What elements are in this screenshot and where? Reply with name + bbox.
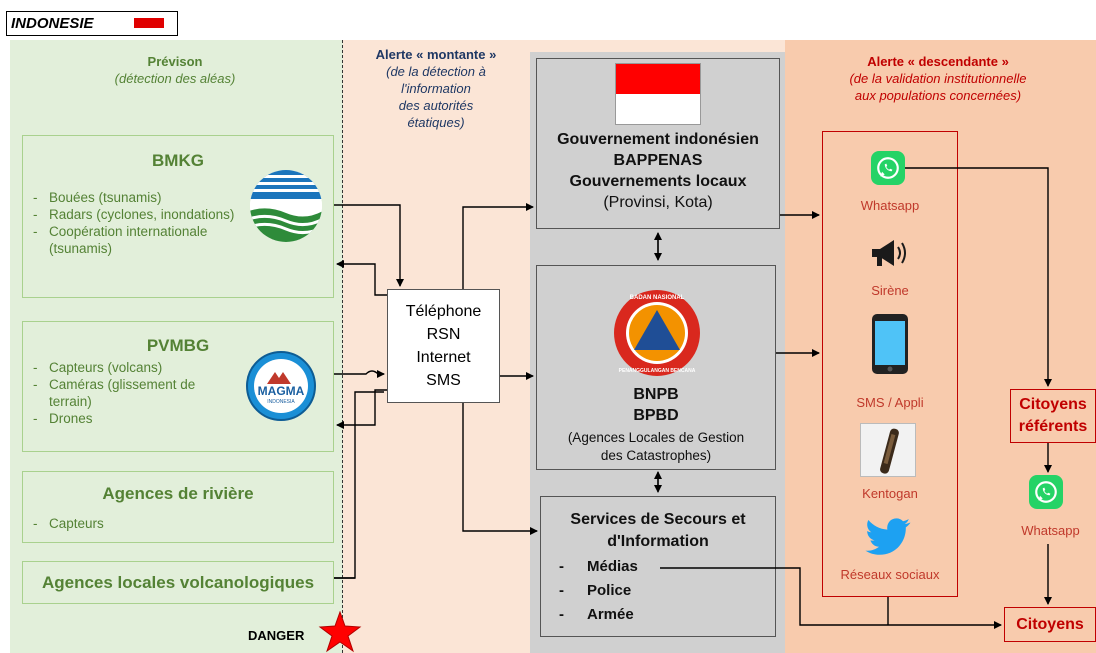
bmkg-item: Bouées (tsunamis) bbox=[31, 189, 251, 206]
referents-line: référents bbox=[1018, 418, 1088, 435]
svg-text:PENANGGULANGAN BENCANA: PENANGGULANGAN BENCANA bbox=[619, 368, 696, 374]
bmkg-title: BMKG bbox=[152, 151, 204, 170]
descendante-title: Alerte « descendante » bbox=[867, 54, 1009, 69]
svg-text:BADAN NASIONAL: BADAN NASIONAL bbox=[630, 295, 685, 301]
siren-icon bbox=[872, 240, 906, 266]
bmkg-list: Bouées (tsunamis) Radars (cyclones, inon… bbox=[31, 189, 251, 257]
citoyens-label: Citoyens bbox=[1016, 616, 1084, 633]
magma-logo-text: MAGMA bbox=[258, 384, 305, 398]
descendante-sub-1: (de la validation institutionnelle bbox=[849, 71, 1027, 86]
montante-sub-1: (de la détection à bbox=[386, 64, 486, 79]
pvmbg-title: PVMBG bbox=[146, 336, 210, 355]
twitter-icon bbox=[865, 518, 911, 555]
pvmbg-list: Capteurs (volcans) Caméras (glissement d… bbox=[31, 359, 241, 427]
gov-text: Gouvernement indonésien BAPPENAS Gouvern… bbox=[537, 129, 779, 213]
whatsapp-citizens-icon bbox=[1029, 475, 1063, 509]
referents-line: Citoyens bbox=[1019, 396, 1087, 413]
montante-sub-2: l'information bbox=[401, 81, 471, 96]
citoyens-referents-box: Citoyens référents bbox=[1010, 389, 1096, 443]
star-icon bbox=[318, 611, 362, 653]
montante-title: Alerte « montante » bbox=[375, 47, 497, 62]
services-item: -Armée bbox=[559, 606, 634, 623]
indonesia-flag-icon bbox=[615, 63, 701, 125]
services-item: -Médias bbox=[559, 558, 638, 575]
telecom-line: SMS bbox=[426, 372, 461, 389]
pvmbg-item: Caméras (glissement de terrain) bbox=[31, 376, 241, 410]
gov-line: Gouvernements locaux bbox=[569, 173, 747, 190]
prevision-header: Prévison (détection des aléas) bbox=[90, 53, 260, 87]
descendante-sub-2: aux populations concernées) bbox=[854, 88, 1022, 103]
rivers-list: Capteurs bbox=[31, 515, 241, 532]
descendante-top-band bbox=[530, 40, 785, 52]
bnpb-sub: (Agences Locales de Gestion bbox=[567, 430, 745, 445]
whatsapp-citizens-label: Whatsapp bbox=[1021, 523, 1080, 538]
kentogan-icon bbox=[860, 423, 916, 477]
reseaux-label: Réseaux sociaux bbox=[840, 567, 940, 582]
volc-title: Agences locales volcanologiques bbox=[41, 573, 315, 592]
smartphone-icon bbox=[872, 314, 908, 374]
gov-line: Gouvernement indonésien bbox=[557, 131, 759, 148]
bmkg-item: Coopération internationale (tsunamis) bbox=[31, 223, 251, 257]
services-item: -Police bbox=[559, 582, 632, 599]
services-title-line: Services de Secours et bbox=[570, 511, 746, 528]
pvmbg-item: Drones bbox=[31, 410, 241, 427]
montante-header: Alerte « montante » (de la détection à l… bbox=[345, 46, 527, 131]
bnpb-line: BPBD bbox=[633, 407, 679, 424]
bmkg-box: BMKG Bouées (tsunamis) Radars (cyclones,… bbox=[22, 135, 334, 298]
whatsapp-icon bbox=[871, 151, 905, 185]
rivers-item: Capteurs bbox=[31, 515, 241, 532]
pvmbg-box: PVMBG Capteurs (volcans) Caméras (glisse… bbox=[22, 321, 334, 452]
bmkg-item: Radars (cyclones, inondations) bbox=[31, 206, 251, 223]
gov-line: BAPPENAS bbox=[613, 152, 703, 169]
rivers-title: Agences de rivière bbox=[102, 484, 254, 503]
country-header: INDONESIE bbox=[6, 11, 178, 36]
telecom-box: Téléphone RSN Internet SMS bbox=[387, 289, 500, 403]
descendante-header: Alerte « descendante » (de la validation… bbox=[790, 53, 1086, 104]
volc-box: Agences locales volcanologiques bbox=[22, 561, 334, 604]
magma-logo-icon: MAGMA INDONESIA bbox=[246, 351, 316, 421]
gov-box: Gouvernement indonésien BAPPENAS Gouvern… bbox=[536, 58, 780, 229]
kentogan-label: Kentogan bbox=[862, 486, 918, 501]
gov-sub: (Provinsi, Kota) bbox=[603, 194, 713, 211]
prevision-subtitle: (détection des aléas) bbox=[114, 71, 236, 86]
bnpb-logo-icon: BADAN NASIONAL PENANGGULANGAN BENCANA bbox=[614, 290, 700, 376]
danger-label: DANGER bbox=[248, 628, 305, 643]
flag-icon bbox=[134, 18, 164, 28]
rivers-box: Agences de rivière Capteurs bbox=[22, 471, 334, 543]
whatsapp-label: Whatsapp bbox=[860, 198, 920, 213]
services-list: -Médias -Police -Armée bbox=[559, 555, 775, 627]
siren-label: Sirène bbox=[871, 283, 909, 298]
telecom-line: RSN bbox=[426, 326, 461, 343]
bnpb-sub: des Catastrophes) bbox=[600, 448, 712, 463]
country-label: INDONESIE bbox=[11, 15, 94, 32]
services-title-line: d'Information bbox=[607, 533, 709, 550]
telecom-line: Internet bbox=[416, 349, 471, 366]
services-title: Services de Secours et d'Information bbox=[541, 509, 775, 553]
telecom-line: Téléphone bbox=[405, 303, 482, 320]
prevision-title: Prévison bbox=[147, 54, 203, 69]
pvmbg-item: Capteurs (volcans) bbox=[31, 359, 241, 376]
bmkg-logo-icon bbox=[250, 170, 322, 242]
citoyens-box: Citoyens bbox=[1004, 607, 1096, 642]
bnpb-line: BNPB bbox=[633, 386, 679, 403]
sms-label: SMS / Appli bbox=[856, 395, 924, 410]
bnpb-text: BNPB BPBD (Agences Locales de Gestion de… bbox=[537, 384, 775, 465]
magma-logo-sub: INDONESIA bbox=[267, 399, 295, 405]
montante-sub-3: des autorités bbox=[398, 98, 474, 113]
bnpb-box: BADAN NASIONAL PENANGGULANGAN BENCANA BN… bbox=[536, 265, 776, 470]
services-box: Services de Secours et d'Information -Mé… bbox=[540, 496, 776, 637]
montante-sub-4: étatiques) bbox=[407, 115, 465, 130]
